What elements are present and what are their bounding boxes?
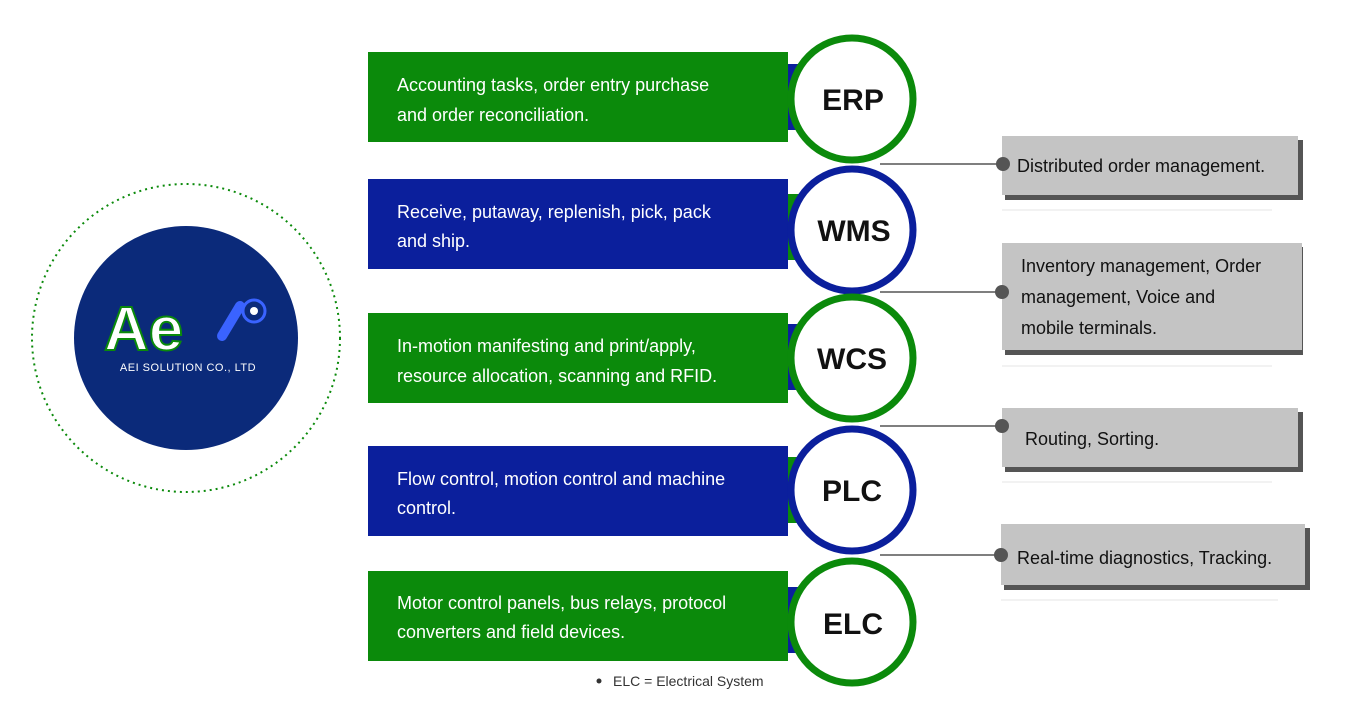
logo-circle <box>74 226 298 450</box>
note-panel <box>1002 408 1298 467</box>
layer-erp: Accounting tasks, order entry purchase a… <box>368 34 917 164</box>
connector-dot <box>995 285 1009 299</box>
layer-wms: Receive, putaway, replenish, pick, pack … <box>368 165 917 295</box>
layer-elc: Motor control panels, bus relays, protoc… <box>368 557 917 687</box>
layer-desc-line: and ship. <box>397 231 470 251</box>
connector-dot <box>996 157 1010 171</box>
footnote-text: ELC = Electrical System <box>613 673 764 689</box>
note-line: Real-time diagnostics, Tracking. <box>1017 548 1272 568</box>
layer-code: ELC <box>823 608 883 641</box>
layer-node-circle <box>787 557 917 687</box>
layer-desc-line: In-motion manifesting and print/apply, <box>397 336 696 356</box>
layer-desc-line: control. <box>397 498 456 518</box>
layer-plc: Flow control, motion control and machine… <box>368 425 917 555</box>
logo-mark: Ae <box>104 295 183 364</box>
layer-node-circle <box>787 165 917 295</box>
note-box: Distributed order management. <box>996 136 1303 211</box>
layer-desc-line: Motor control panels, bus relays, protoc… <box>397 593 726 613</box>
logo-company-name: AEI SOLUTION CO., LTD <box>120 362 256 374</box>
layer-code: WMS <box>817 215 890 248</box>
layer-code: ERP <box>822 84 884 117</box>
logo-dotted-ring <box>31 183 341 493</box>
logo-ring-icon <box>241 298 267 324</box>
note-line: Inventory management, Order <box>1021 256 1261 276</box>
note-line: Distributed order management. <box>1017 156 1265 176</box>
layer-node-circle <box>787 425 917 555</box>
layer-desc-box <box>368 571 788 661</box>
layer-desc-line: Flow control, motion control and machine <box>397 469 725 489</box>
note-panel <box>1001 524 1305 585</box>
layer-desc-box <box>368 446 788 536</box>
layer-desc-line: Receive, putaway, replenish, pick, pack <box>397 202 712 222</box>
layer-desc-line: converters and field devices. <box>397 622 625 642</box>
layer-code: WCS <box>817 343 887 376</box>
layer-node-circle <box>787 34 917 164</box>
logo-dot-icon <box>250 307 258 315</box>
layer-code: PLC <box>822 475 882 508</box>
layer-desc-line: and order reconciliation. <box>397 105 589 125</box>
note-line: Routing, Sorting. <box>1025 429 1159 449</box>
note-box: Real-time diagnostics, Tracking. <box>994 524 1310 601</box>
note-line: mobile terminals. <box>1021 318 1157 338</box>
layer-desc-box <box>368 313 788 403</box>
layer-wcs: In-motion manifesting and print/apply, r… <box>368 293 917 423</box>
layer-desc-box <box>368 52 788 142</box>
footnote-bullet-icon <box>596 678 602 684</box>
connector-dot <box>994 548 1008 562</box>
layer-node-circle <box>787 293 917 423</box>
note-panel <box>1002 243 1302 350</box>
note-line: management, Voice and <box>1021 287 1215 307</box>
footnote: ELC = Electrical System <box>596 673 764 689</box>
logo-slash-icon <box>217 301 245 341</box>
layer-desc-line: resource allocation, scanning and RFID. <box>397 366 717 386</box>
layer-desc-box <box>368 179 788 269</box>
layer-desc-line: Accounting tasks, order entry purchase <box>397 75 709 95</box>
note-panel <box>1002 136 1298 195</box>
note-box: Routing, Sorting. <box>995 408 1303 483</box>
note-connectors <box>880 163 1003 556</box>
note-box: Inventory management, Order management, … <box>995 243 1303 367</box>
connector-dot <box>995 419 1009 433</box>
company-logo: Ae AEI SOLUTION CO., LTD <box>31 183 341 493</box>
